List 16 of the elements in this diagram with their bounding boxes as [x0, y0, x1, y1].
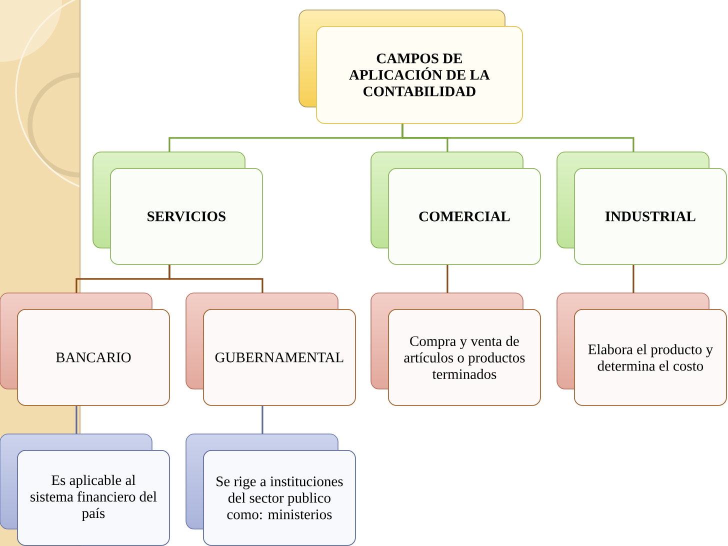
connector-line	[402, 124, 634, 152]
org-chart-box: GUBERNAMENTAL	[186, 292, 356, 406]
connector-line	[632, 264, 634, 293]
connector-line	[168, 264, 264, 293]
org-chart-box: BANCARIO	[0, 292, 170, 406]
connector-line	[262, 406, 264, 434]
connector-line	[446, 264, 448, 293]
org-chart-box: CAMPOS DE APLICACIÓN DE LA CONTABILIDAD	[298, 10, 523, 124]
org-chart-box: Elabora el producto y determina el costo	[556, 292, 727, 406]
org-chart-box: COMERCIAL	[370, 152, 541, 265]
org-chart-box: Compra y venta de artículos o productos terminados	[370, 292, 541, 406]
org-chart-box: INDUSTRIAL	[556, 152, 727, 265]
connector-line	[76, 406, 78, 434]
org-chart-box: Se rige a instituciones del sector publico como: ministerios	[186, 434, 356, 546]
org-chart-box: Es aplicable al sistema financiero del país	[0, 434, 170, 546]
org-chart-box: SERVICIOS	[92, 152, 263, 265]
